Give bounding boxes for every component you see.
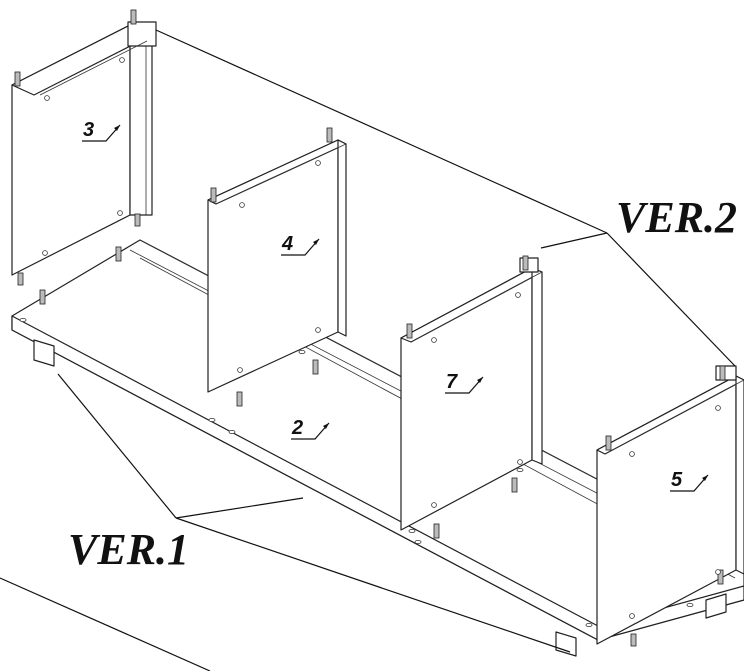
svg-text:5: 5 xyxy=(671,469,683,491)
panel-part-4 xyxy=(207,127,347,407)
label-part-5: 5 xyxy=(670,469,709,492)
svg-text:7: 7 xyxy=(446,371,458,393)
svg-text:3: 3 xyxy=(83,119,94,141)
label-part-7: 7 xyxy=(445,371,484,394)
version-2-label: VER.2 xyxy=(616,193,737,242)
label-part-2: 2 xyxy=(291,417,330,440)
panel-part-5 xyxy=(596,365,744,647)
version-1-label: VER.1 xyxy=(68,525,189,574)
panel-part-3 xyxy=(11,9,157,286)
label-part-3: 3 xyxy=(82,119,121,142)
panel-part-7 xyxy=(400,255,543,539)
callout-lines xyxy=(0,29,736,671)
svg-text:2: 2 xyxy=(291,417,303,439)
label-part-4: 4 xyxy=(281,233,320,256)
svg-text:4: 4 xyxy=(281,233,293,255)
dowel-group xyxy=(39,246,122,305)
